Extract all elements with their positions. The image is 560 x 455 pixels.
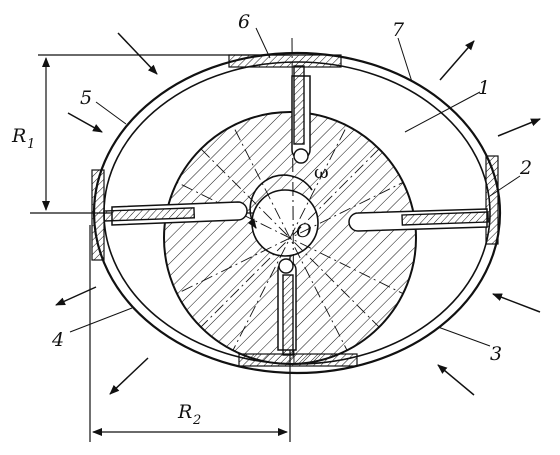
label-part-4: 4 <box>51 329 64 351</box>
label-part-1: 1 <box>478 77 490 99</box>
label-part-7: 7 <box>392 19 405 41</box>
vane-top <box>293 65 305 145</box>
flow-arrows <box>55 32 541 396</box>
vane-right <box>401 211 490 226</box>
label-omega: ω <box>314 162 329 183</box>
label-r1: R 1 <box>11 125 35 152</box>
vane-bottom <box>282 274 294 356</box>
label-part-2: 2 <box>519 157 532 179</box>
svg-text:2: 2 <box>192 413 201 428</box>
label-center-o: O <box>296 220 312 242</box>
label-part-5: 5 <box>80 87 92 109</box>
vanes <box>103 65 490 356</box>
svg-text:R: R <box>11 125 26 147</box>
rotation-arrow <box>247 174 313 229</box>
vane-left <box>103 207 196 222</box>
label-part-6: 6 <box>238 11 250 33</box>
svg-text:1: 1 <box>27 137 35 152</box>
label-part-3: 3 <box>490 343 502 365</box>
svg-text:R: R <box>177 401 192 423</box>
label-r2: R 2 <box>177 401 201 428</box>
center-lines <box>164 112 416 364</box>
leader-lines <box>69 27 521 347</box>
vane-pins <box>278 148 309 274</box>
